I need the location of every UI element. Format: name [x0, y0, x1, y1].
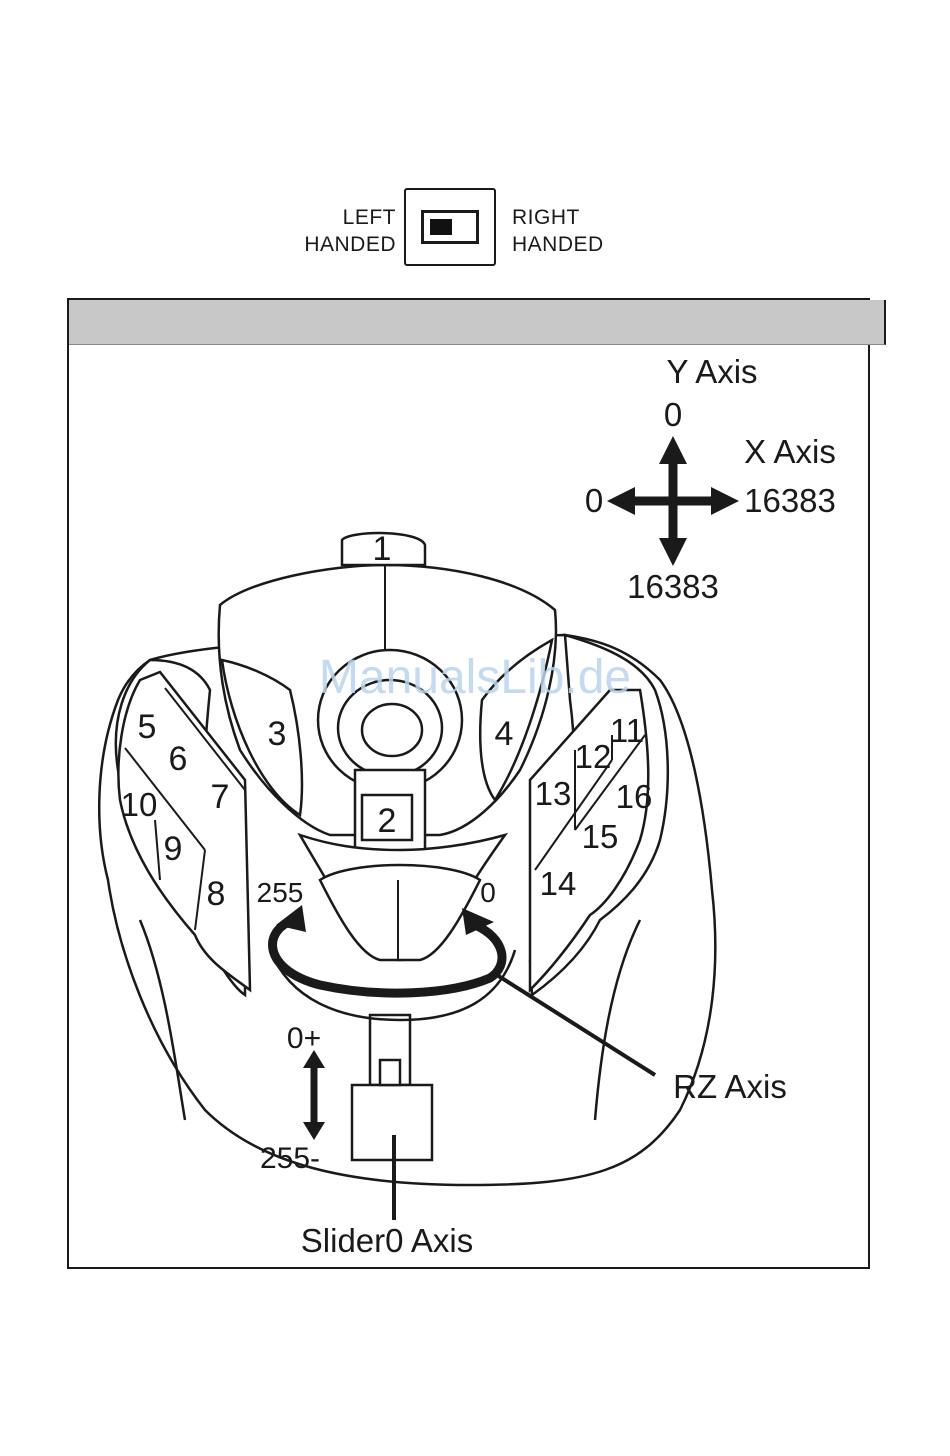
button-5-label: 5: [138, 708, 157, 746]
watermark: ManualsLib.de: [319, 651, 631, 704]
button-2-label: 2: [378, 802, 397, 840]
button-10-label: 10: [121, 786, 158, 823]
joystick-body: [99, 533, 715, 1185]
button-7-label: 7: [211, 778, 230, 816]
button-3-label: 3: [268, 715, 287, 753]
rz-axis-title: RZ Axis: [673, 1068, 787, 1105]
y-axis-min: 0: [664, 396, 682, 433]
button-16-label: 16: [616, 778, 653, 815]
x-axis-title: X Axis: [744, 433, 836, 470]
button-11-label: 11: [610, 712, 644, 749]
y-axis-max: 16383: [627, 568, 719, 605]
xy-axis-cross: [628, 455, 718, 545]
rz-axis-left-value: 255: [257, 877, 304, 908]
y-axis-title: Y Axis: [666, 353, 757, 390]
button-14-label: 14: [540, 865, 577, 902]
x-axis-min: 0: [585, 482, 603, 519]
button-4-label: 4: [495, 715, 514, 753]
button-6-label: 6: [169, 740, 188, 778]
rz-axis-right-value: 0: [480, 877, 496, 908]
button-1-label: 1: [373, 530, 392, 568]
button-13-label: 13: [535, 775, 572, 812]
arrow-down-icon: [659, 538, 687, 566]
x-axis-max: 16383: [744, 482, 836, 519]
button-12-label: 12: [575, 738, 612, 775]
slider-axis-title: Slider0 Axis: [301, 1222, 473, 1259]
button-8-label: 8: [207, 875, 226, 913]
arrow-up-icon: [659, 436, 687, 464]
slider-axis-top-value: 0+: [287, 1022, 321, 1055]
slider-axis-bottom-value: 255-: [260, 1142, 320, 1175]
arrow-right-icon: [711, 487, 739, 515]
arrow-left-icon: [607, 487, 635, 515]
button-9-label: 9: [164, 830, 183, 868]
button-15-label: 15: [582, 818, 619, 855]
